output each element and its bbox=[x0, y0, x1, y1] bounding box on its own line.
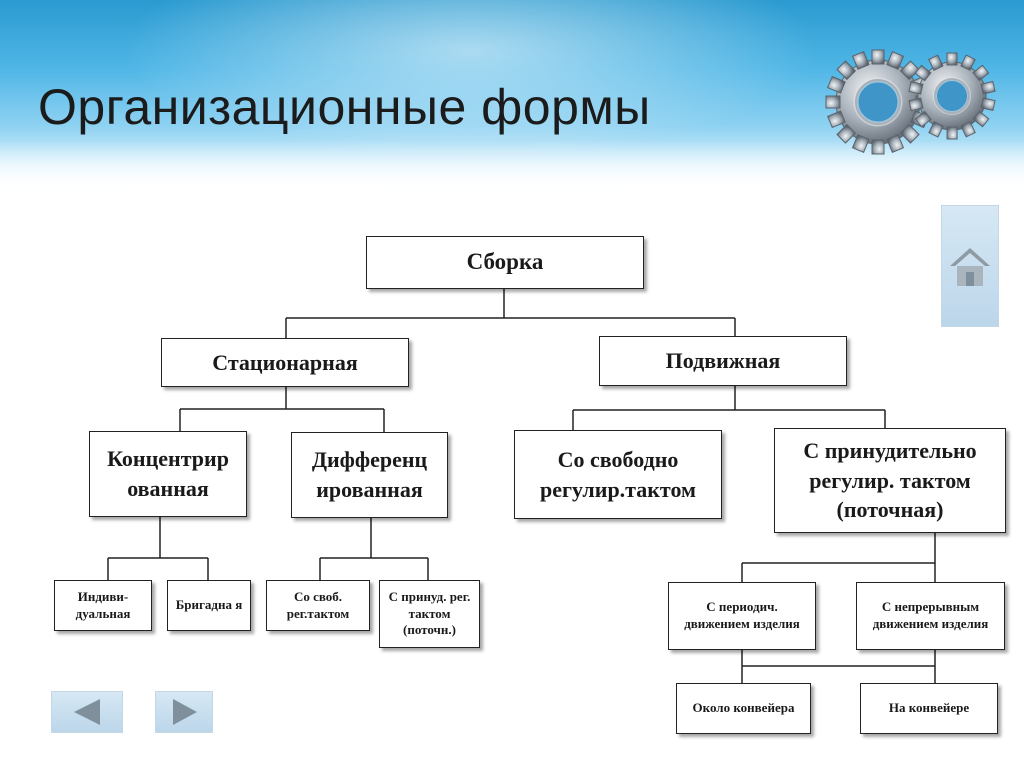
node-assembly: Сборка bbox=[366, 236, 644, 289]
node-individual: Индиви- дуальная bbox=[54, 580, 152, 631]
home-icon bbox=[950, 248, 990, 286]
right-arrow-icon bbox=[173, 699, 197, 725]
gears-icon bbox=[825, 49, 996, 155]
forward-button[interactable] bbox=[155, 691, 213, 733]
banner-glow bbox=[120, 0, 820, 160]
left-arrow-icon bbox=[74, 699, 100, 725]
node-periodic-move: С периодич. движением изделия bbox=[668, 582, 816, 650]
node-stationary: Стационарная bbox=[161, 338, 409, 387]
home-button[interactable] bbox=[941, 205, 999, 327]
node-concentrated: Концентрир ованная bbox=[89, 431, 247, 517]
node-on-conveyor: На конвейере bbox=[860, 683, 998, 734]
node-forced-tact: С принудительно регулир. тактом (поточна… bbox=[774, 428, 1006, 533]
node-brigade: Бригадна я bbox=[167, 580, 251, 631]
slide-title: Организационные формы bbox=[38, 79, 651, 135]
node-near-conveyor: Около конвейера bbox=[676, 683, 811, 734]
node-differentiated: Дифференц ированная bbox=[291, 432, 448, 518]
node-mobile: Подвижная bbox=[599, 336, 847, 386]
node-free-tact-small: Со своб. рег.тактом bbox=[266, 580, 370, 631]
back-button[interactable] bbox=[51, 691, 123, 733]
node-forced-tact-small: С принуд. рег. тактом (поточн.) bbox=[379, 580, 480, 648]
node-free-tact: Со свободно регулир.тактом bbox=[514, 430, 722, 519]
node-continuous-move: С непрерывным движением изделия bbox=[856, 582, 1005, 650]
banner-fade bbox=[0, 140, 1024, 195]
